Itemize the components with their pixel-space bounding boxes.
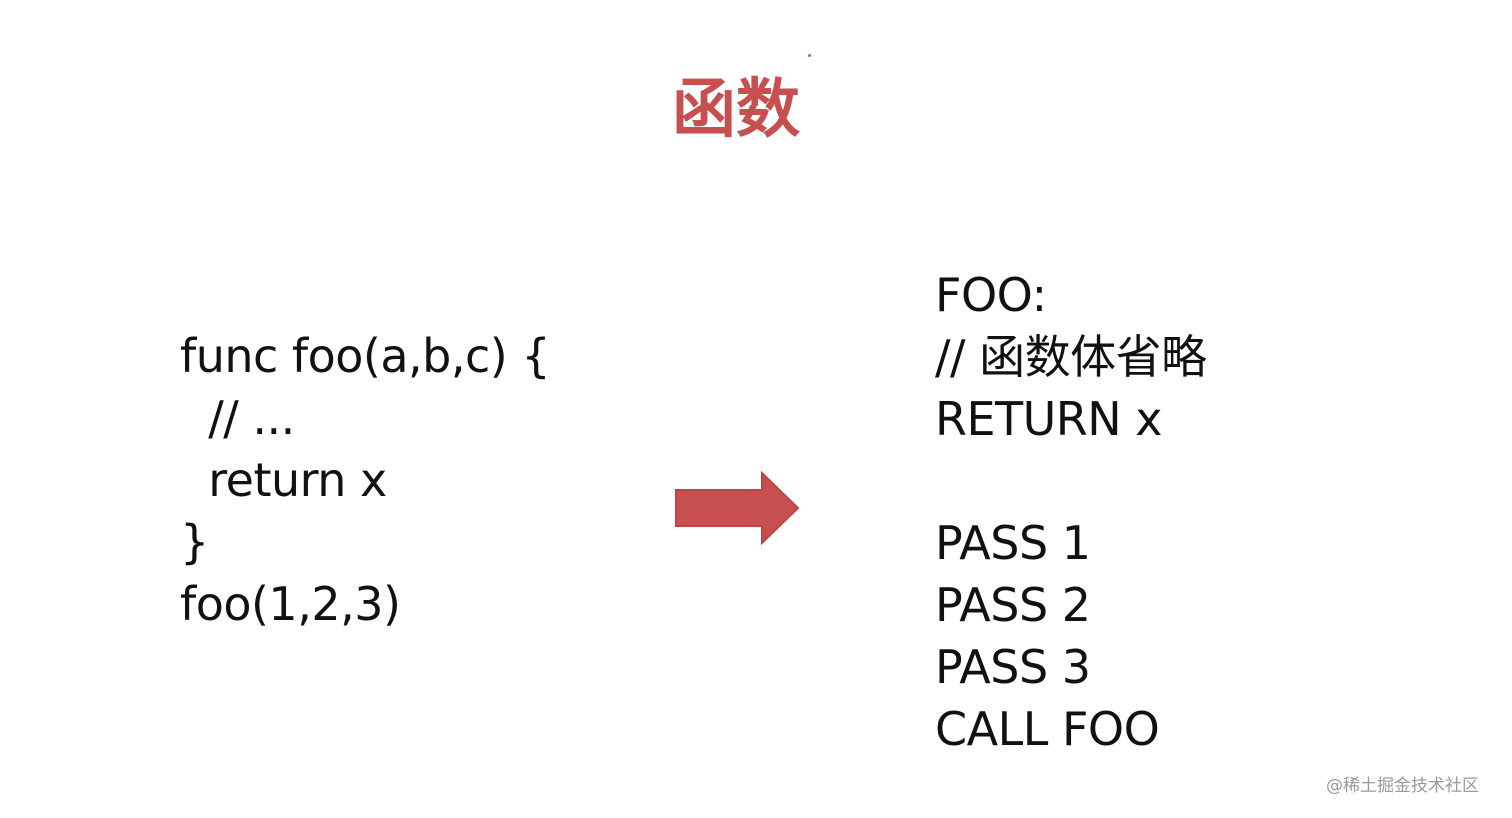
- decorative-dot: [808, 54, 811, 57]
- watermark: @稀土掘金技术社区: [1326, 776, 1479, 796]
- compiled-line: PASS 1: [935, 516, 1091, 570]
- compiled-line: // 函数体省略: [935, 330, 1207, 384]
- slide-title: 函数: [672, 73, 800, 147]
- blank-line: [935, 450, 1295, 512]
- compiled-line: CALL FOO: [935, 702, 1160, 756]
- compiled-line: PASS 2: [935, 578, 1091, 632]
- code-line: func foo(a,b,c) {: [180, 329, 551, 383]
- compiled-line: PASS 3: [935, 640, 1091, 694]
- code-line: foo(1,2,3): [180, 577, 401, 631]
- right-arrow-icon: [675, 471, 800, 545]
- compiled-line: FOO:: [935, 268, 1047, 322]
- compiled-line: RETURN x: [935, 392, 1163, 446]
- arrow-shape: [675, 471, 800, 545]
- code-line: return x: [180, 453, 387, 507]
- code-line: // ...: [180, 391, 295, 445]
- source-code-block: func foo(a,b,c) { // ... return x} foo(1,…: [180, 325, 610, 645]
- code-line: }: [180, 515, 209, 569]
- compiled-code-block: FOO: // 函数体省略 RETURN x PASS 1 PASS 2 PASS 3 CA…: [935, 264, 1295, 764]
